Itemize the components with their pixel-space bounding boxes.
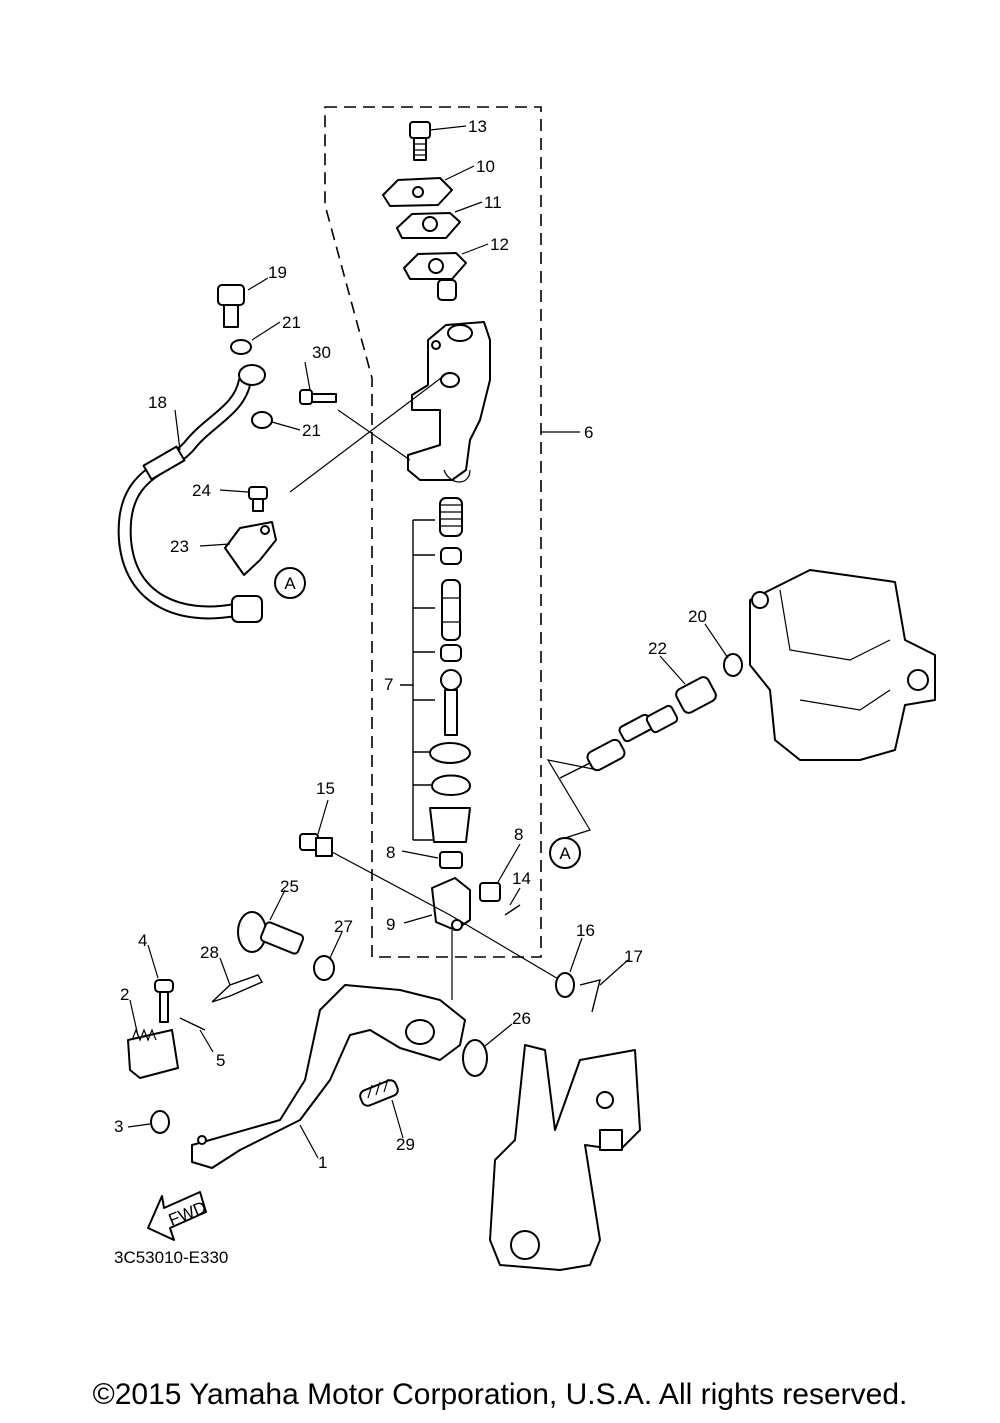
svg-text:A: A [559, 844, 571, 863]
connector-a-right: A [549, 837, 581, 869]
callout-leaders [127, 125, 729, 1159]
callout-labels: 13 10 11 12 19 21 30 18 21 6 24 23 20 22… [114, 117, 707, 1172]
pedal-tip-part-2[interactable] [127, 1028, 179, 1079]
pin-part-14[interactable] [504, 904, 521, 916]
callout-12: 12 [490, 235, 509, 254]
callout-14: 14 [512, 869, 531, 888]
bolt-part-13[interactable] [409, 121, 431, 161]
callout-28: 28 [200, 943, 219, 962]
connector-a-left: A [274, 567, 306, 599]
piston[interactable] [441, 579, 461, 641]
fwd-direction-arrow: FWD [147, 1191, 209, 1241]
callout-18: 18 [148, 393, 167, 412]
nut-part-8b[interactable] [479, 882, 501, 902]
assembly-boundary [324, 106, 542, 958]
clevis-part-9[interactable] [431, 877, 471, 931]
union-bolt-part-19[interactable] [217, 284, 245, 328]
leader-bolt-30 [337, 409, 411, 461]
nut-part-8[interactable] [439, 851, 463, 869]
callout-9: 9 [386, 915, 395, 934]
washer-part-16[interactable] [555, 972, 575, 998]
svg-text:FWD: FWD [166, 1198, 209, 1230]
pivot-bolt-part-25[interactable] [237, 911, 305, 955]
caliper-hose[interactable] [559, 704, 679, 779]
return-spring-part-29[interactable] [358, 1078, 399, 1107]
circlip[interactable] [431, 774, 471, 796]
callout-25: 25 [280, 877, 299, 896]
callout-21-top: 21 [282, 313, 301, 332]
cap-plate-part-11[interactable] [396, 212, 461, 239]
connector-a-line [546, 759, 599, 839]
washer-part-26[interactable] [462, 1039, 488, 1077]
callout-10: 10 [476, 157, 495, 176]
spring-part-3[interactable] [150, 1110, 170, 1134]
callout-24: 24 [192, 481, 211, 500]
pin-part-4[interactable] [154, 979, 174, 1023]
callout-2: 2 [120, 985, 129, 1004]
cotter-pin-part-17[interactable] [579, 979, 601, 1013]
reservoir-cap-part-10[interactable] [382, 177, 453, 207]
callout-22: 22 [648, 639, 667, 658]
callout-6: 6 [584, 423, 593, 442]
group-bracket-7 [400, 519, 435, 841]
callout-8-left: 8 [386, 843, 395, 862]
gasket-part-21b[interactable] [251, 411, 273, 429]
frame-section [489, 1044, 641, 1271]
bolt-part-30[interactable] [299, 389, 337, 405]
copyright-notice: ©2015 Yamaha Motor Corporation, U.S.A. A… [92, 1378, 908, 1411]
bolt-part-24[interactable] [248, 486, 268, 512]
gasket-part-21[interactable] [230, 339, 252, 355]
callout-8-right: 8 [514, 825, 523, 844]
spring-pin-part-28[interactable] [211, 974, 263, 1003]
pin-part-5[interactable] [179, 1017, 206, 1031]
callout-13: 13 [468, 117, 487, 136]
circlip-part-27[interactable] [313, 955, 335, 981]
callout-27: 27 [334, 917, 353, 936]
callout-16: 16 [576, 921, 595, 940]
callout-26: 26 [512, 1009, 531, 1028]
leader-pin-15 [331, 851, 561, 981]
callout-20: 20 [688, 607, 707, 626]
svg-text:A: A [284, 574, 296, 593]
union-part-22[interactable] [674, 675, 718, 715]
spring[interactable] [439, 497, 463, 537]
master-cylinder-body[interactable] [407, 321, 491, 483]
cup[interactable] [440, 547, 462, 565]
diaphragm-part-12[interactable] [403, 252, 467, 301]
clamp-part-23[interactable] [224, 521, 277, 576]
callout-7: 7 [384, 675, 393, 694]
callout-29: 29 [396, 1135, 415, 1154]
rear-caliper [749, 569, 936, 761]
callout-1: 1 [318, 1153, 327, 1172]
boot-washer[interactable] [429, 742, 471, 764]
callout-19: 19 [268, 263, 287, 282]
callout-30: 30 [312, 343, 331, 362]
callout-4: 4 [138, 931, 147, 950]
brake-pedal-part-1[interactable] [191, 984, 466, 1169]
callout-15: 15 [316, 779, 335, 798]
dust-boot[interactable] [429, 807, 471, 843]
callout-3: 3 [114, 1117, 123, 1136]
callout-17: 17 [624, 947, 643, 966]
pin-part-15[interactable] [299, 833, 333, 857]
diagram-code: 3C53010-E330 [114, 1248, 229, 1267]
callout-11: 11 [484, 193, 502, 212]
brake-hose-part-18[interactable] [117, 364, 266, 623]
cup-2[interactable] [440, 644, 462, 662]
callout-5: 5 [216, 1051, 225, 1070]
callout-21-bottom: 21 [302, 421, 321, 440]
gasket-part-20[interactable] [723, 653, 743, 677]
push-rod[interactable] [440, 669, 462, 736]
leader-hose-to-cylinder [289, 374, 446, 493]
callout-23: 23 [170, 537, 189, 556]
